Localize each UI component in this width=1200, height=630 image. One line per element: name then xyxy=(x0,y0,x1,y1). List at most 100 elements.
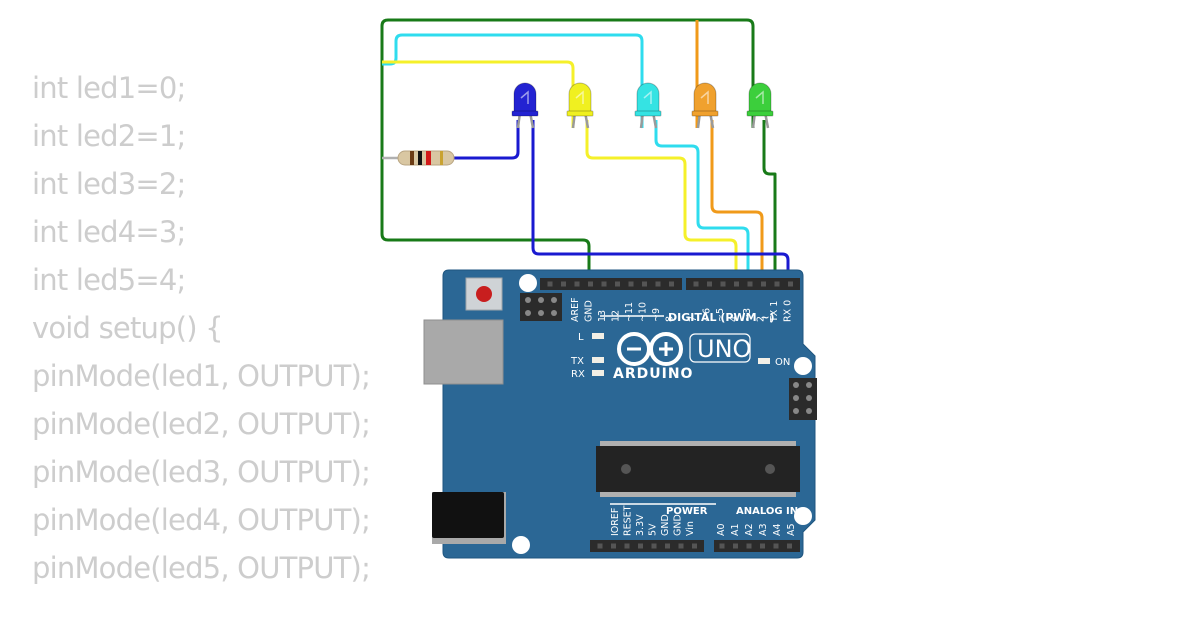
pin-label: A1 xyxy=(730,523,741,536)
wire-blue-pin xyxy=(531,120,790,288)
pin-label: RX 0 xyxy=(783,300,794,322)
code-line: pinMode(led3, OUTPUT); xyxy=(32,455,371,489)
mount-hole xyxy=(794,357,812,375)
pin-label: A5 xyxy=(786,523,797,536)
pin-label: GND xyxy=(673,514,684,536)
header-pin[interactable] xyxy=(601,281,607,287)
pin-label: 4 xyxy=(729,316,740,322)
header-pin[interactable] xyxy=(597,543,603,549)
header-pin[interactable] xyxy=(611,543,616,549)
header-pin[interactable] xyxy=(678,543,684,549)
header-pin[interactable] xyxy=(746,543,752,549)
header-pin[interactable] xyxy=(638,543,643,549)
wire-cyan-pin xyxy=(654,120,750,288)
wire-yellow-pin xyxy=(585,120,738,288)
l-led xyxy=(592,333,604,339)
pin-label: A3 xyxy=(758,523,769,536)
pin-label: ~3 xyxy=(742,308,753,322)
wire-green xyxy=(380,18,755,288)
digital-label: DIGITAL (PWM ~) xyxy=(668,311,775,324)
pin-label: ~6 xyxy=(702,308,713,322)
code-line: pinMode(led1, OUTPUT); xyxy=(32,359,371,393)
pin-label: ~11 xyxy=(624,302,635,322)
reset-button[interactable] xyxy=(465,277,503,311)
microcontroller-chip xyxy=(596,441,800,497)
l-label: L xyxy=(578,332,584,343)
header-pin[interactable] xyxy=(693,281,699,287)
header-pin[interactable] xyxy=(692,543,697,549)
pin-label: AREF xyxy=(570,297,581,322)
resistor xyxy=(397,150,455,166)
on-label: ON xyxy=(775,357,790,368)
led-cyan xyxy=(634,82,662,129)
led-yellow xyxy=(566,82,594,129)
code-line: pinMode(led5, OUTPUT); xyxy=(32,551,371,585)
header-pin[interactable] xyxy=(788,281,793,287)
wires xyxy=(380,18,790,288)
header-pin[interactable] xyxy=(615,281,620,287)
wire-blue xyxy=(452,120,520,160)
leds xyxy=(511,82,774,129)
board-model: UNO xyxy=(697,335,751,363)
tx-label: TX xyxy=(570,356,584,367)
analog-label: ANALOG IN xyxy=(736,506,798,517)
header-power xyxy=(590,540,704,552)
header-pin[interactable] xyxy=(747,281,753,287)
code-line: int led5=4; xyxy=(32,263,186,297)
header-pin[interactable] xyxy=(588,281,593,287)
header-pin[interactable] xyxy=(734,281,739,287)
pin-label: Vin xyxy=(685,521,696,536)
wire-orange-pin xyxy=(710,120,764,288)
icsp-header xyxy=(520,293,562,321)
header-digital-right xyxy=(686,278,800,290)
wire-green-pin xyxy=(762,120,777,288)
header-pin[interactable] xyxy=(719,543,725,549)
header-pin[interactable] xyxy=(787,543,792,549)
code-line: int led2=1; xyxy=(32,119,186,153)
icsp-header-2 xyxy=(789,378,817,420)
pin-label: TX 1 xyxy=(769,301,780,323)
header-pin[interactable] xyxy=(773,543,779,549)
header-pin[interactable] xyxy=(733,543,738,549)
header-pin[interactable] xyxy=(628,281,634,287)
on-led xyxy=(758,358,770,364)
led-blue xyxy=(511,82,539,129)
arduino-logo-icon xyxy=(617,332,683,366)
pin-label: A0 xyxy=(716,523,727,536)
header-pin[interactable] xyxy=(642,281,647,287)
header-pin[interactable] xyxy=(651,543,657,549)
code-listing: int led1=0;int led2=1;int led3=2;int led… xyxy=(32,64,371,592)
mount-hole xyxy=(794,507,812,525)
header-pin[interactable] xyxy=(760,543,765,549)
pin-label: ~10 xyxy=(638,302,649,322)
wire-yellow xyxy=(382,60,575,128)
pin-label: IOREF xyxy=(610,508,621,536)
code-line: int led1=0; xyxy=(32,71,186,105)
header-pin[interactable] xyxy=(720,281,726,287)
power-label: POWER xyxy=(666,506,708,517)
usb-connector xyxy=(423,319,504,385)
header-pin[interactable] xyxy=(761,281,766,287)
header-pin[interactable] xyxy=(574,281,580,287)
header-pin[interactable] xyxy=(774,281,780,287)
pin-label: 5V xyxy=(648,523,659,536)
pin-label: A4 xyxy=(772,523,783,536)
pin-label: 2 xyxy=(756,316,767,322)
header-analog xyxy=(714,540,800,552)
code-line: int led4=3; xyxy=(32,215,186,249)
uno-badge xyxy=(689,333,751,363)
header-pin[interactable] xyxy=(624,543,630,549)
header-pin[interactable] xyxy=(561,281,566,287)
pin-label: GND xyxy=(584,300,595,322)
pin-label: ~9 xyxy=(651,308,662,322)
header-digital-left xyxy=(540,278,682,290)
mount-hole xyxy=(512,536,530,554)
pin-label: 7 xyxy=(688,316,699,322)
power-jack xyxy=(432,492,506,544)
header-pin[interactable] xyxy=(665,543,670,549)
header-pin[interactable] xyxy=(655,281,661,287)
header-pin[interactable] xyxy=(707,281,712,287)
header-pin[interactable] xyxy=(547,281,553,287)
header-pin[interactable] xyxy=(669,281,674,287)
